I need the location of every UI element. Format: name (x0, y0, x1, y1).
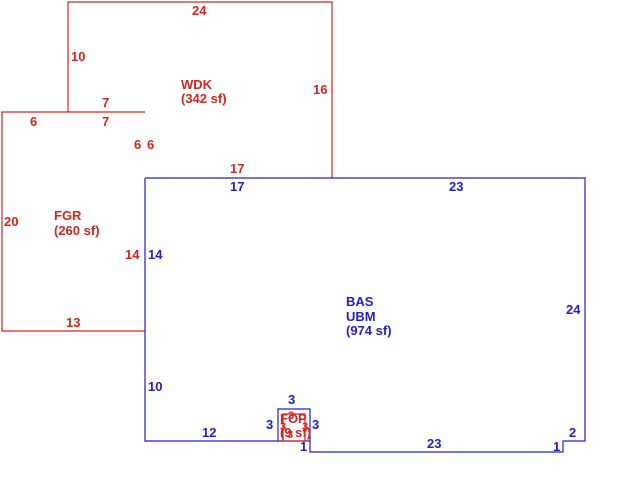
dim-bas-bottom-right: 23 (427, 436, 442, 451)
dim-bas-bottom-left: 12 (202, 425, 217, 440)
dim-bas-top-left: 17 (230, 179, 245, 194)
dim-bas-left-upper: 14 (148, 247, 163, 262)
dim-bas-right: 24 (566, 302, 581, 317)
dim-fgr-top: 6 (30, 114, 38, 129)
dim-wdk-left: 10 (71, 49, 86, 64)
dim-wdk-bottom: 17 (230, 161, 245, 176)
dim-fop-right: 3 (312, 417, 320, 432)
dim-fop-inner-left: 3 (280, 421, 287, 433)
dim-fop-top: 3 (288, 392, 296, 407)
dim-wdk-inner-right: 6 (134, 137, 142, 152)
dim-fgr-left: 20 (4, 214, 19, 229)
dim-bas-right-lower: 2 (569, 425, 577, 440)
dim-fgr-bottom: 13 (66, 315, 81, 330)
dim-fop-left: 3 (266, 417, 274, 432)
bas-area-size: (974 sf) (346, 323, 392, 338)
wdk-area-code: WDK (181, 77, 213, 92)
bas-area-code: BAS (346, 294, 374, 309)
dim-wdk-right: 16 (313, 82, 328, 97)
fgr-outline (1, 111, 145, 332)
wdk-area-size: (342 sf) (181, 91, 227, 106)
bas-area-code-2: UBM (346, 309, 376, 324)
dim-wdk-step-top: 7 (102, 95, 110, 110)
dim-bas-top: 23 (449, 179, 464, 194)
dim-fop-bottom-red: 3 (287, 429, 294, 441)
dim-wdk-step-bottom: 7 (102, 114, 110, 129)
dim-fgr-right-short: 6 (147, 137, 155, 152)
dim-fgr-right-long: 14 (125, 247, 140, 262)
dim-bas-left-lower: 10 (148, 379, 163, 394)
dim-fop-inner-top: 3 (288, 410, 295, 422)
fop-area-code: FOP (280, 411, 307, 426)
dim-wdk-top: 24 (192, 3, 207, 18)
dim-bas-step-small: 1 (553, 439, 561, 454)
fgr-area-size: (260 sf) (54, 223, 100, 238)
fop-area-size: (9 sf) (280, 425, 312, 440)
fop-outline-red (282, 413, 306, 442)
fgr-area-code: FGR (54, 208, 82, 223)
wdk-outline (67, 1, 333, 178)
dim-fop-bottom: 1 (300, 439, 308, 454)
dim-fop-inner-right: 3 (302, 421, 309, 433)
bas-outline (144, 177, 586, 453)
fop-outline-blue (277, 408, 311, 441)
